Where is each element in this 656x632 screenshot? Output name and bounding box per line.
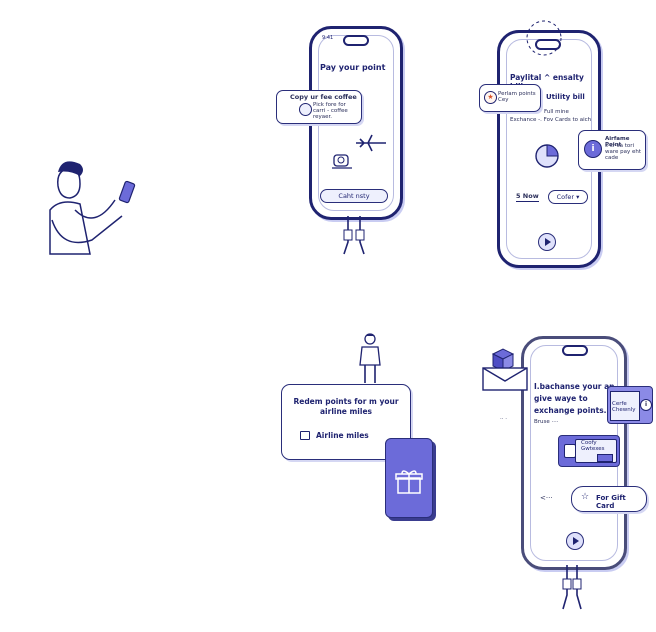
envelope-icon [482, 348, 528, 391]
bubble-title: Copy ur fee coffee [290, 93, 357, 101]
box-face [610, 391, 640, 421]
exchange-line: Exchance -. Fov Cards to aich [510, 117, 592, 123]
bubble-text: Pick fore for carri - coffee reyaer. [313, 102, 348, 120]
airplane-icon [356, 134, 386, 152]
airline-miles-label: Airline miles [316, 431, 369, 440]
star-icon: ☆ [581, 492, 590, 502]
cashback-box[interactable]: Cerfe Chewnly i [607, 386, 653, 424]
gift-icon [395, 470, 423, 494]
credit-card-icon [597, 454, 613, 462]
charging-cable [562, 565, 582, 610]
redeem-title: Redem points for m your airline miles [293, 397, 399, 416]
airline-points-card: i Airfame Point s-cr-sa tori ware pay eh… [578, 130, 646, 170]
chevron-down-icon: ▾ [576, 193, 580, 201]
coupon-title: Coofy Gwtexes [581, 440, 605, 452]
phone-exchange-points: I.bachanse your an give waye to exchange… [521, 336, 627, 570]
lock-icon [300, 431, 310, 440]
person-with-phone-illustration [49, 161, 136, 255]
coffee-badge-icon [299, 103, 312, 116]
exchange-headline: I.bachanse your an give waye to exchange… [534, 382, 615, 415]
airline-points-title: Airfame Point [605, 136, 630, 148]
status-time: 9:41 [322, 35, 334, 41]
person-badge-icon [564, 444, 576, 458]
coffee-cup-icon [332, 154, 352, 169]
phone-notch [562, 345, 588, 356]
gift-card[interactable] [385, 438, 433, 518]
gift-card-bubble[interactable]: ☆ For Gift Card [571, 486, 647, 512]
camera-ring-decoration [526, 20, 562, 56]
coupon-card[interactable]: Coofy Gwtexes [558, 435, 620, 467]
charging-cable [343, 216, 365, 255]
pay-button-label: Caht nsty [338, 192, 370, 200]
box-label: Cerfe Chewnly [612, 401, 636, 413]
points-badge-text: Perlam points Cey [498, 91, 536, 103]
utility-title: Utility bill [546, 93, 585, 101]
info-icon: i [640, 399, 652, 411]
coffee-bubble: Copy ur fee coffee Pick fore for carri -… [276, 90, 362, 124]
pay-button[interactable]: Caht nsty [320, 189, 388, 203]
arrow-left-decoration: <··· [540, 494, 553, 502]
utility-sub: Full mine [544, 109, 569, 115]
info-icon: i [584, 140, 602, 158]
exchange-sub: Bruse ···· [534, 419, 559, 425]
standing-person-illustration [359, 333, 381, 383]
star-badge-icon: ★ [484, 91, 497, 104]
play-button[interactable] [538, 233, 556, 251]
dots-decoration: ·· · [500, 416, 507, 422]
tab-now[interactable]: 5 Now [516, 192, 539, 202]
points-badge: ★ Perlam points Cey [479, 84, 541, 112]
pie-chart-icon [535, 144, 559, 168]
phone-notch [343, 35, 369, 46]
airline-points-text: s-cr-sa tori ware pay eht cade [605, 143, 642, 161]
gift-card-label: For Gift Card [596, 494, 626, 510]
offer-dropdown[interactable]: Cofer ▾ [548, 190, 588, 204]
play-button[interactable] [566, 532, 584, 550]
phone-title: Pay your point [320, 63, 386, 72]
offer-label: Cofer [556, 193, 575, 201]
